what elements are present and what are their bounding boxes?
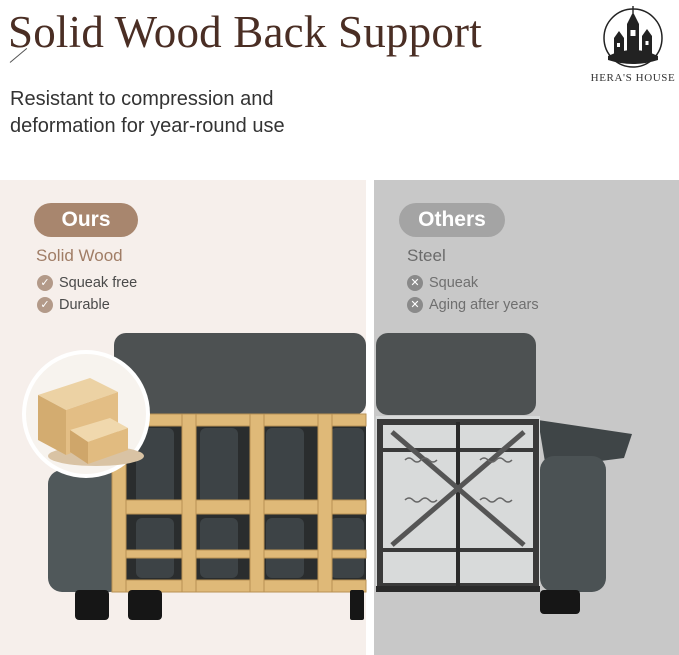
ours-feature-label: Durable [59,297,110,313]
ours-feature-item: ✓ Durable [37,297,110,313]
others-feature-label: Squeak [429,275,479,291]
page-title: Solid Wood Back Support [8,7,482,57]
others-material: Steel [407,246,446,265]
ours-badge: Ours [34,203,138,237]
wood-block-inset-icon [22,350,150,478]
sofa-others-illustration [376,333,632,614]
ours-material: Solid Wood [36,246,123,265]
others-badge: Others [399,203,505,237]
ours-feature-label: Squeak free [59,275,138,291]
check-circle-icon: ✓ [37,275,53,291]
others-feature-item: ✕ Squeak [407,275,478,291]
x-circle-icon: ✕ [407,275,423,291]
brand-name: HERA'S HOUSE [590,72,676,84]
others-feature-item: ✕ Aging after years [407,297,539,313]
ours-feature-item: ✓ Squeak free [37,275,137,291]
x-circle-icon: ✕ [407,297,423,313]
sofa-ours-illustration [48,333,367,620]
castle-tower-icon [603,6,663,68]
others-feature-label: Aging after years [429,297,539,313]
check-circle-icon: ✓ [37,297,53,313]
page-subtitle: Resistant to compression and deformation… [10,88,285,137]
brand-logo: HERA'S HOUSE [590,4,676,94]
